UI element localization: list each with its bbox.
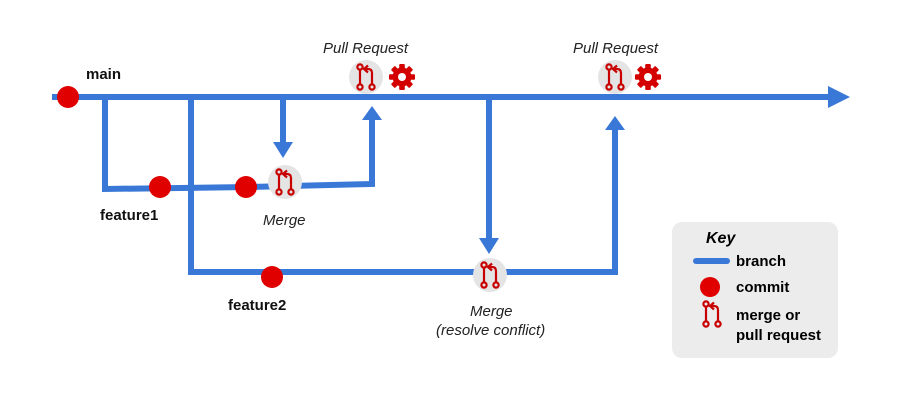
merge-label-1: Merge: [263, 212, 306, 229]
pull-request-node-2: [598, 60, 661, 94]
legend-symbols: [693, 258, 730, 328]
pull-request-label-2: Pull Request: [573, 40, 659, 57]
merge-label-2-note: (resolve conflict): [436, 322, 546, 339]
main-to-feature1-arrow: [273, 97, 293, 158]
merge-label-2: Merge: [470, 303, 513, 320]
merge-node-feature1: [268, 165, 302, 199]
feature1-branch-line: [102, 97, 382, 193]
legend-pull-request-label: pull request: [736, 327, 822, 344]
main-branch-line: [52, 86, 850, 108]
legend-title: Key: [706, 230, 736, 247]
pull-request-node-1: [349, 60, 415, 94]
commit-feature1-a: [149, 176, 171, 198]
feature2-branch-line: [188, 97, 625, 275]
merge-icon: [702, 300, 722, 328]
commit-feature1-b: [235, 176, 257, 198]
legend-commit-swatch: [700, 277, 720, 297]
pull-request-label-1: Pull Request: [323, 40, 409, 57]
legend-box: Key branch commit merge or pull request: [672, 222, 838, 358]
gear-icon: [635, 64, 661, 90]
feature1-branch-label: feature1: [100, 207, 159, 224]
legend-branch-label: branch: [736, 253, 787, 270]
commit-feature2: [261, 266, 283, 288]
feature2-branch-label: feature2: [228, 297, 287, 314]
legend-commit-label: commit: [736, 279, 790, 296]
main-branch-label: main: [86, 66, 122, 83]
legend-merge-label: merge or: [736, 307, 801, 324]
commit-main: [57, 86, 79, 108]
main-to-feature2-arrow: [479, 97, 499, 254]
gear-icon: [389, 64, 415, 90]
merge-node-feature2: [473, 258, 507, 292]
